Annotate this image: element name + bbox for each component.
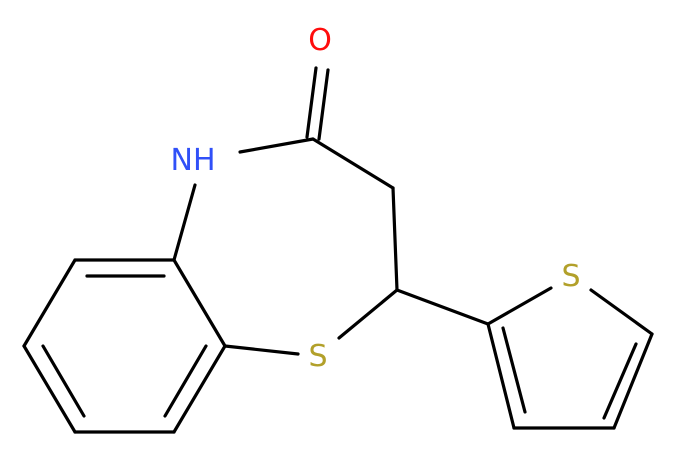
bond-ch-s bbox=[337, 288, 399, 340]
ring-sulfur-label: S bbox=[308, 339, 327, 374]
thiophene-bond-c2-s bbox=[486, 286, 553, 326]
benzene-bond-5 bbox=[172, 344, 227, 434]
benzene-bond-6 bbox=[172, 258, 227, 348]
bond-c-ch2 bbox=[311, 137, 395, 190]
thiophene-bond-c5-c4 bbox=[612, 332, 654, 430]
thiophene-sulfur-label: S bbox=[561, 259, 580, 294]
benzene-bond-3 bbox=[22, 344, 77, 434]
oxygen-label: O bbox=[308, 23, 332, 58]
benzene-double-3 bbox=[163, 344, 208, 418]
bond-ch-thiophene bbox=[395, 288, 490, 326]
bonds bbox=[22, 66, 654, 434]
bond-c-n bbox=[238, 137, 315, 154]
benzene-bond-2 bbox=[22, 258, 77, 348]
amide-nh-label: NH bbox=[171, 143, 216, 178]
bond-s-benzene bbox=[223, 344, 300, 356]
bond-ch2-ch bbox=[391, 186, 399, 292]
atom-labels: O NH S S bbox=[171, 23, 581, 374]
benzene-double-2 bbox=[41, 344, 86, 418]
bond-carbonyl-b bbox=[317, 68, 330, 141]
thiophene-bond-s-c5 bbox=[589, 288, 654, 336]
bond-n-benzene bbox=[172, 183, 197, 262]
thiophene-double-1 bbox=[602, 342, 638, 420]
thiophene-double-2 bbox=[501, 326, 527, 414]
thiophene-bond-c3-c2 bbox=[486, 322, 516, 430]
bond-carbonyl-a bbox=[305, 66, 318, 139]
